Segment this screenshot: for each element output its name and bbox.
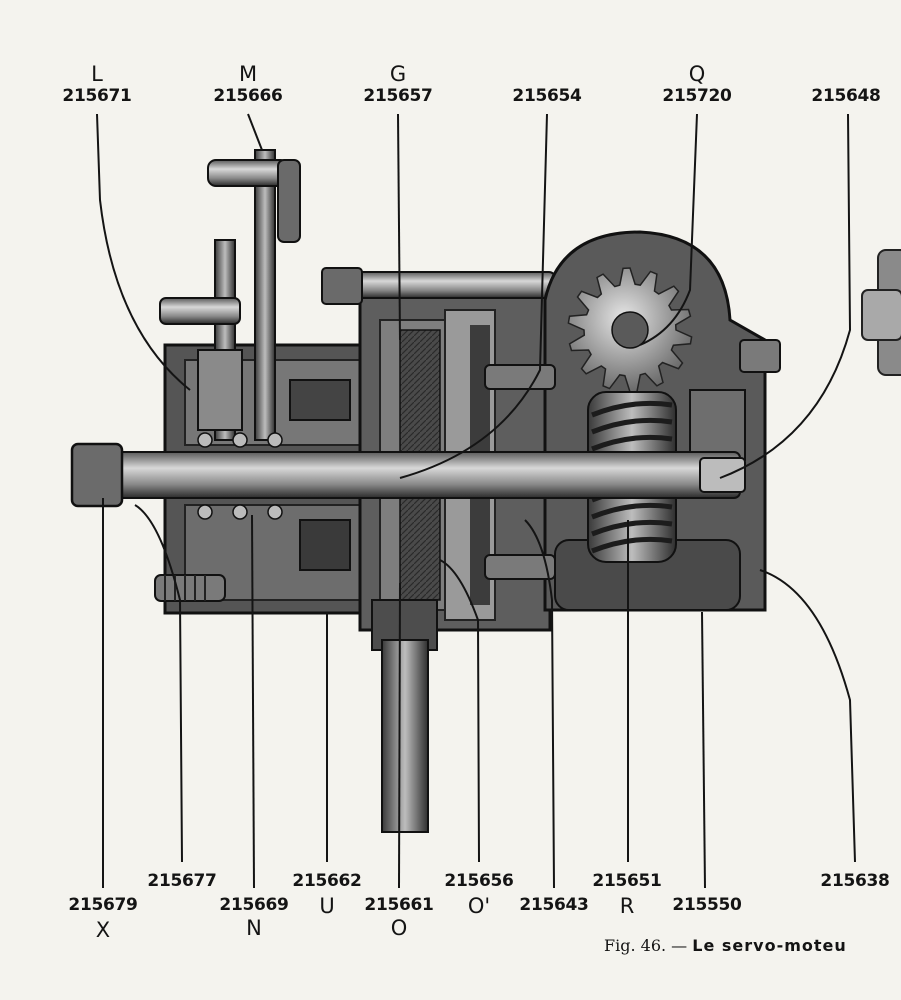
callout-letter: U (319, 894, 335, 918)
leader-line-p215648 (719, 113, 852, 479)
leader-line-n (251, 514, 255, 889)
callout-number: 215677 (147, 871, 217, 891)
adjacent-part (861, 249, 901, 376)
callout-number: 215661 (364, 895, 434, 915)
figure-caption: Fig. 46. — Le servo-moteu (604, 936, 847, 955)
bearing-balls (197, 432, 283, 520)
callout-number: 215638 (820, 871, 890, 891)
leader-lines (96, 113, 856, 889)
callout-number: 215666 (213, 86, 283, 106)
leader-line-g (397, 113, 401, 341)
leader-line-p215643 (524, 519, 555, 889)
figure-title: Le servo-moteu (692, 936, 847, 955)
callout-letter: Q (688, 62, 706, 86)
top-tie-rod (321, 267, 556, 305)
callout-letter: N (246, 916, 262, 940)
main-shaft (70, 442, 746, 508)
callout-letter: G (389, 62, 407, 86)
callout-letter: X (95, 918, 111, 942)
callout-number: 215643 (519, 895, 589, 915)
callout-letter: M (238, 62, 258, 86)
leader-line-p215550 (701, 611, 706, 889)
callout-number: 215671 (62, 86, 132, 106)
callout-number: 215654 (512, 86, 582, 106)
callout-number: 215657 (363, 86, 433, 106)
callout-number: 215662 (292, 871, 362, 891)
leader-line-p215638 (759, 569, 856, 863)
control-lever (159, 149, 301, 441)
callout-letter: O (390, 916, 408, 940)
callout-number: 215550 (672, 895, 742, 915)
callout-letter: R (619, 894, 635, 918)
callout-number: 215656 (444, 871, 514, 891)
leader-line-oprime (439, 559, 480, 863)
leader-line-p215677 (134, 504, 183, 863)
leader-line-m (247, 113, 263, 151)
springs (154, 364, 556, 602)
leader-line-o (398, 582, 401, 889)
callout-letter: O' (467, 894, 491, 918)
callout-number: 215679 (68, 895, 138, 915)
leader-line-p215654 (399, 113, 548, 479)
callout-number: 215669 (219, 895, 289, 915)
spur-gear (567, 267, 693, 393)
output-stem (371, 599, 438, 833)
figure-number: Fig. 46. — (604, 936, 688, 955)
callout-letter: L (91, 62, 103, 86)
leader-line-l (96, 113, 191, 391)
callout-number: 215648 (811, 86, 881, 106)
callout-number: 215720 (662, 86, 732, 106)
callout-number: 215651 (592, 871, 662, 891)
leader-line-q (639, 113, 698, 346)
